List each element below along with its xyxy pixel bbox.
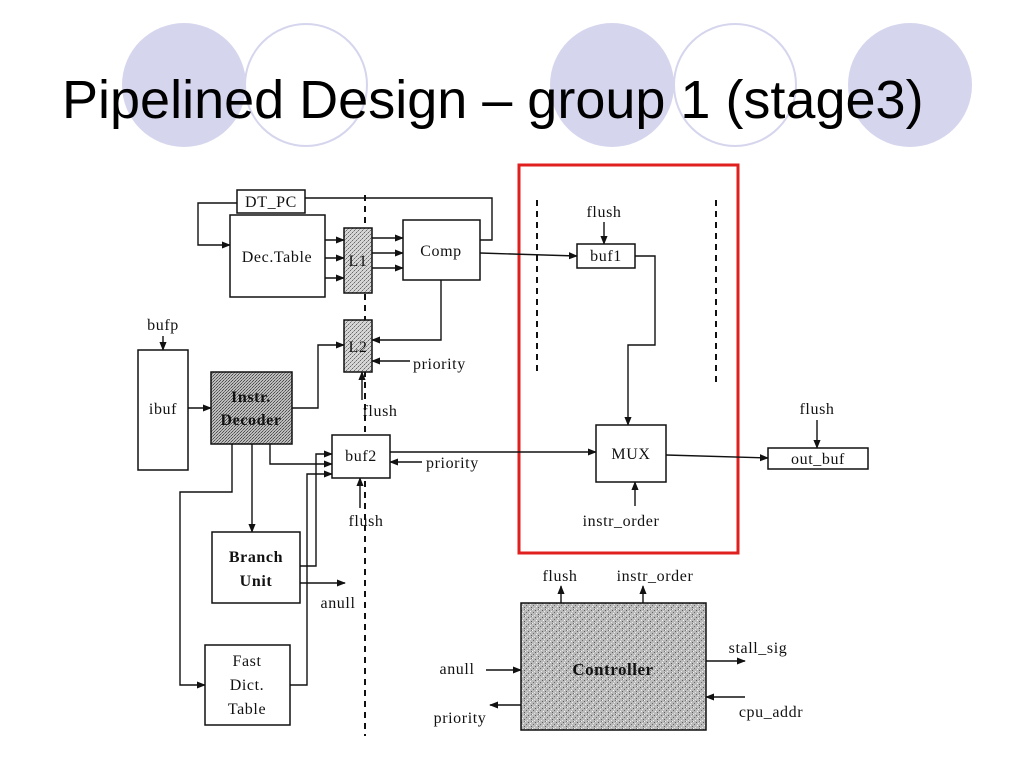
decorative-circle-filled — [848, 23, 972, 147]
decorative-circle-outline — [673, 23, 797, 147]
comp-label: Comp — [420, 243, 462, 260]
decorative-circle-outline — [244, 23, 368, 147]
branch-unit-box — [211, 531, 301, 604]
highlight-frame — [517, 163, 740, 555]
flush-buf1-signal-label: flush — [587, 204, 622, 221]
controller-flush-signal-label: flush — [543, 568, 578, 585]
controller-label: Controller — [572, 660, 653, 679]
controller-box — [520, 602, 707, 731]
title-decoration — [122, 23, 972, 147]
l2-latch — [343, 319, 373, 373]
page-title: Pipelined Design – group 1 (stage3) — [62, 70, 924, 130]
instr-decoder-label-line1: Instr. — [231, 389, 271, 406]
priority-l2-signal-label: priority — [413, 356, 466, 373]
buf2-label: buf2 — [345, 448, 377, 465]
decoder-to-buf2-wire — [269, 444, 333, 468]
pipeline-diagram: DT_PC Dec.Table L1 Comp L2 ibuf Instr. D… — [137, 163, 869, 736]
l2-label: L2 — [349, 339, 368, 356]
dec-table-label: Dec.Table — [242, 249, 312, 266]
comp-to-l2-wire — [371, 280, 442, 344]
fast-dict-table-label-line1: Fast — [232, 653, 261, 670]
buf1-label: buf1 — [590, 248, 622, 265]
instr-decoder-label-line2: Decoder — [220, 412, 281, 429]
flush-l2-signal-label: flush — [363, 403, 398, 420]
buf2-box — [331, 434, 391, 479]
dt-pc-box — [236, 189, 306, 214]
decoder-to-l2-wire — [292, 341, 345, 409]
branch-unit-label-line1: Branch — [229, 549, 283, 566]
flush-buf2-signal-label: flush — [349, 513, 384, 530]
fast-dict-to-buf2-wire — [290, 470, 333, 686]
instr-decoder-box — [210, 371, 293, 445]
decoder-to-fast-dict-wire — [179, 444, 233, 689]
dt-pc-to-dec-table-wire — [197, 202, 237, 249]
decorative-circle-filled — [550, 23, 674, 147]
comp-to-dt-pc-wire — [305, 197, 493, 241]
controller-priority-signal-label: priority — [434, 710, 487, 727]
priority-buf2-signal-label: priority — [426, 455, 479, 472]
cpu-addr-signal-label: cpu_addr — [739, 704, 803, 721]
decorative-circle-filled — [122, 23, 246, 147]
branch-unit-label-line2: Unit — [240, 573, 273, 590]
buf1-box — [576, 243, 636, 269]
controller-instr-order-signal-label: instr_order — [617, 568, 694, 585]
fast-dict-table-label-line3: Table — [228, 701, 266, 718]
bufp-signal-label: bufp — [147, 317, 179, 334]
out-buf-label: out_buf — [791, 451, 845, 468]
comp-to-buf1-wire — [479, 252, 578, 260]
fast-dict-table-box — [204, 644, 291, 726]
l1-latch — [343, 227, 373, 294]
buf1-to-mux-wire — [624, 255, 656, 426]
mux-to-out-buf-wire — [665, 454, 769, 462]
ibuf-box — [137, 349, 189, 471]
comp-box — [402, 219, 481, 281]
l1-label: L1 — [349, 253, 368, 270]
mux-label: MUX — [611, 446, 650, 463]
instr-order-mux-signal-label: instr_order — [583, 513, 660, 530]
out-buf-box — [767, 447, 869, 470]
ibuf-label: ibuf — [149, 401, 177, 418]
stall-sig-signal-label: stall_sig — [729, 640, 788, 657]
branch-unit-to-buf2-wire — [300, 450, 333, 567]
mux-box — [595, 424, 667, 483]
flush-out-buf-signal-label: flush — [800, 401, 835, 418]
dt-pc-label: DT_PC — [245, 194, 297, 211]
fast-dict-table-label-line2: Dict. — [230, 677, 265, 694]
controller-anull-signal-label: anull — [440, 661, 475, 678]
anull-branch-signal-label: anull — [321, 595, 356, 612]
dec-table-box — [229, 214, 326, 298]
